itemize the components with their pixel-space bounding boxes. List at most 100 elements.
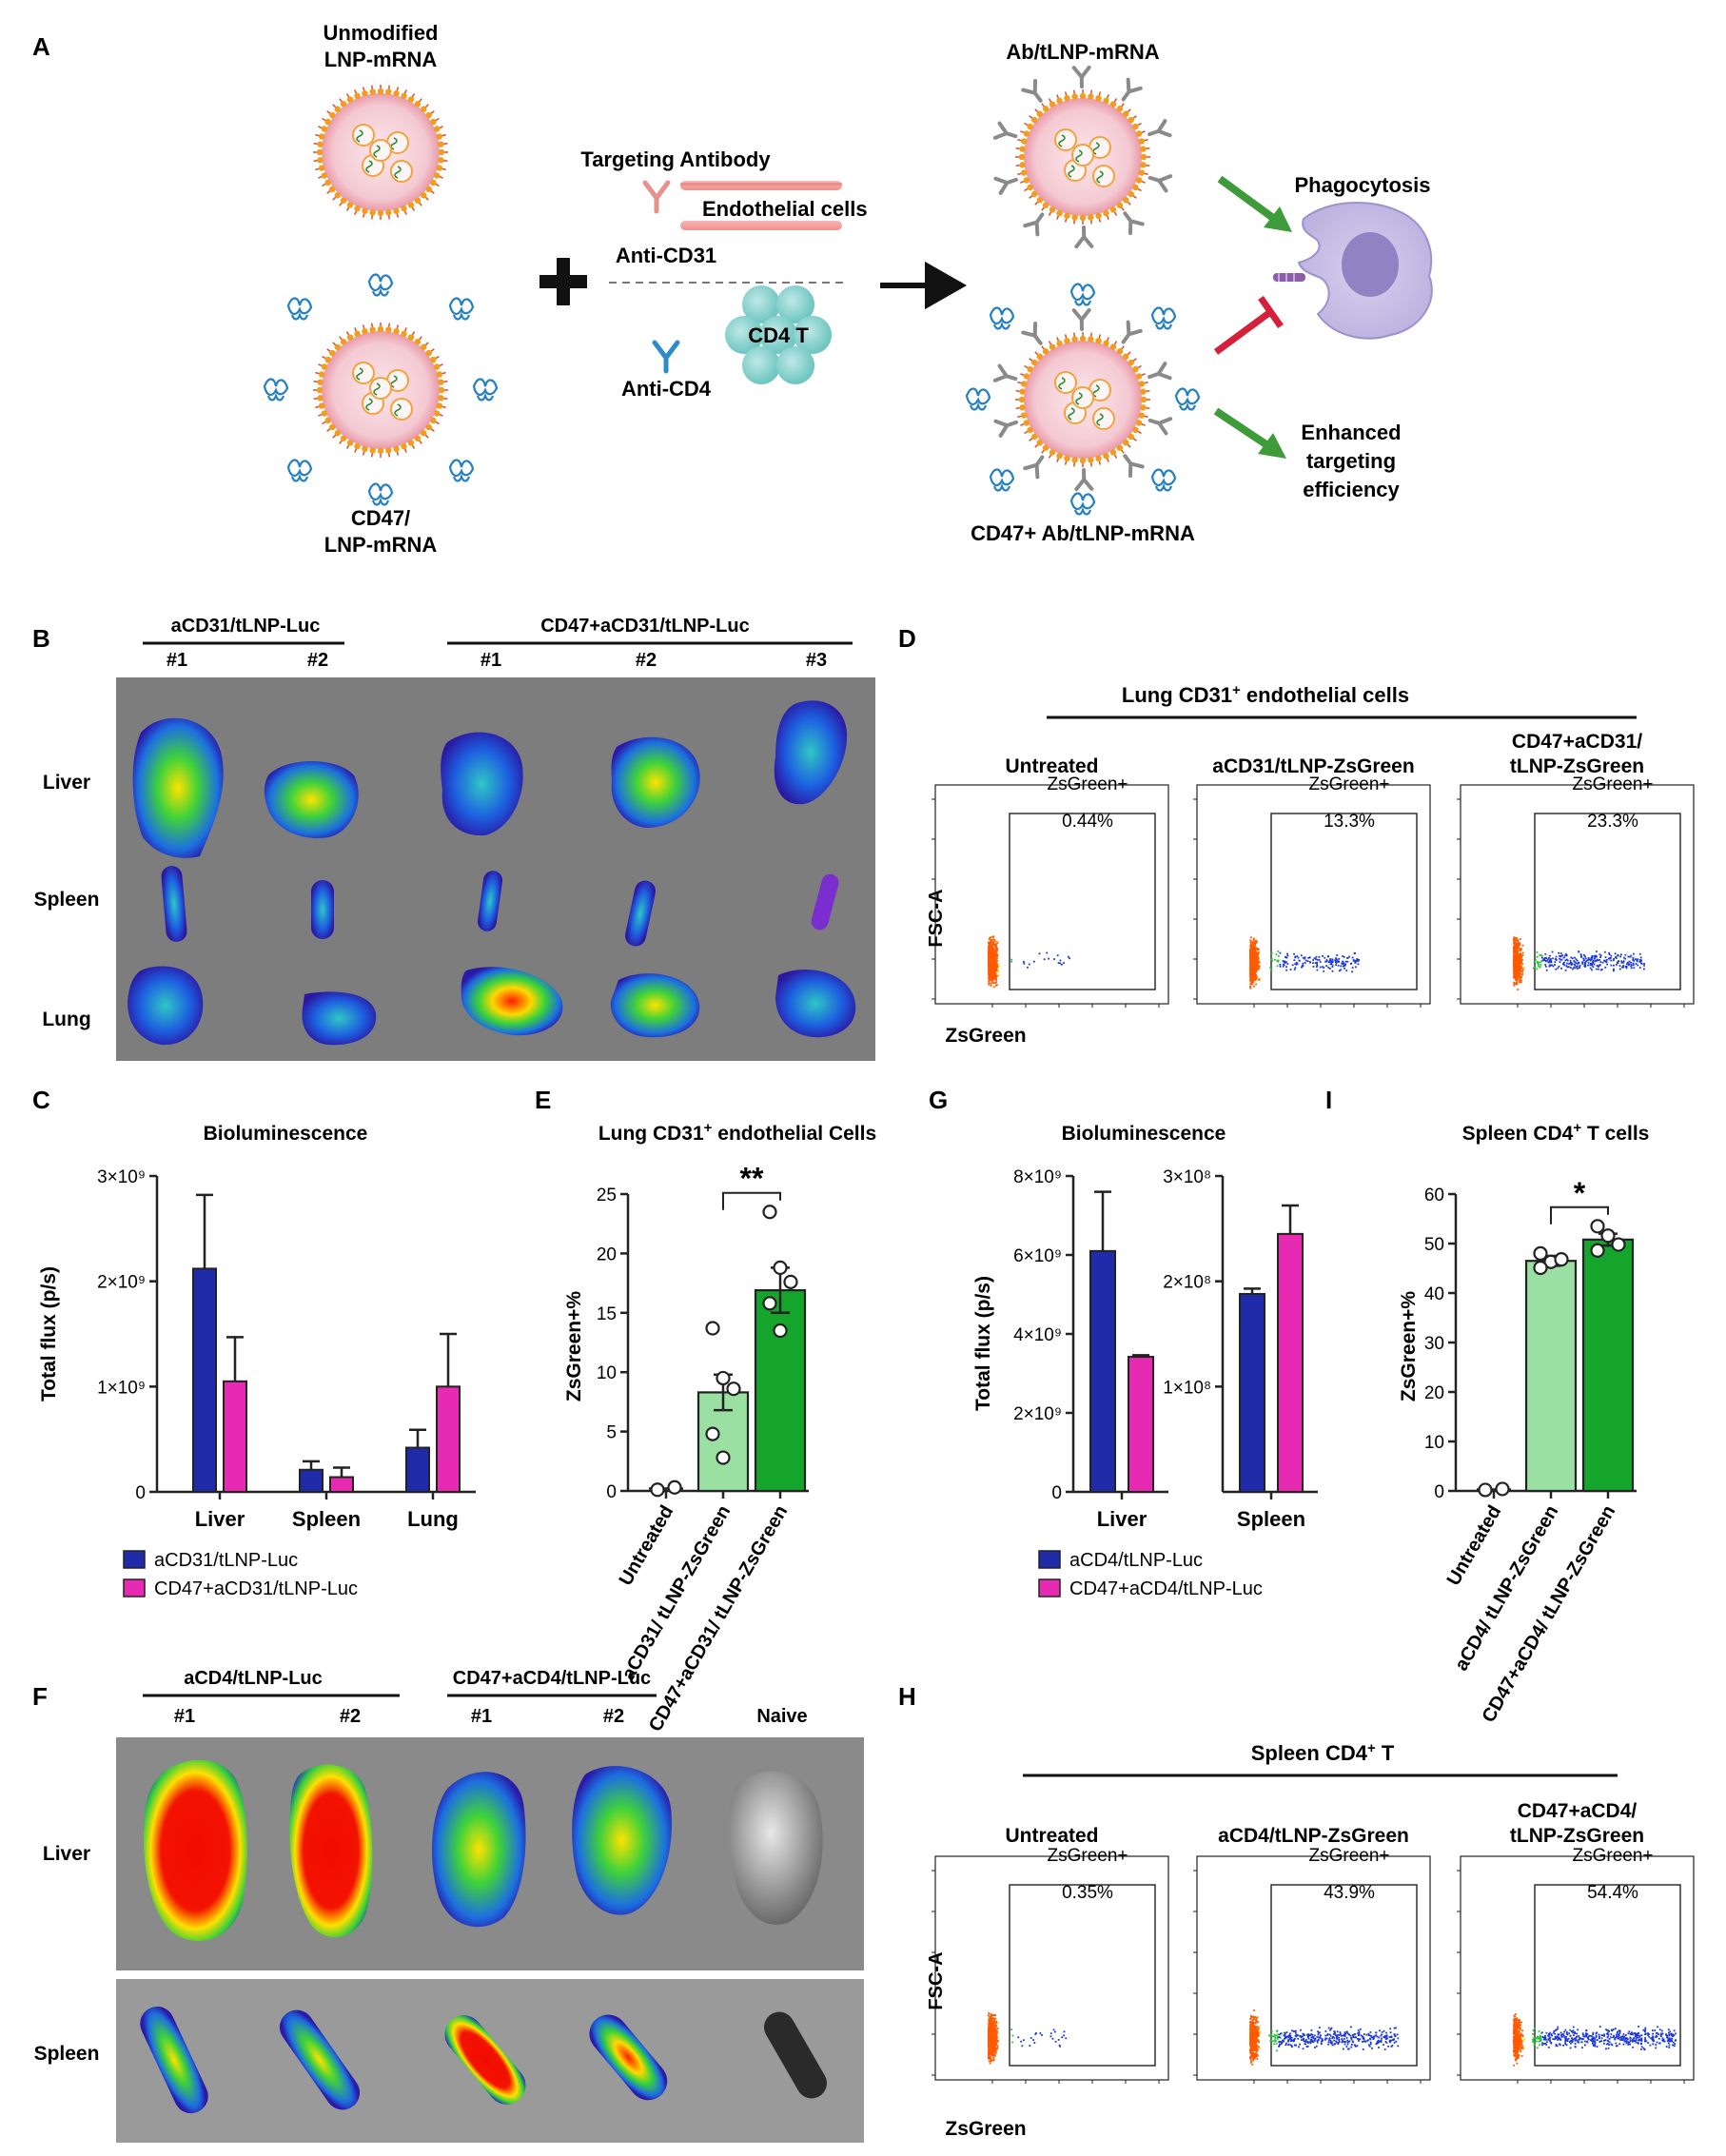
flow-event (1270, 952, 1273, 955)
flow-event (988, 2029, 990, 2031)
f-spleen-1-signal (140, 2006, 208, 2114)
flow-event (1515, 970, 1518, 973)
flow-event (996, 963, 998, 966)
flow-event (1350, 2026, 1352, 2029)
flow-event (1518, 962, 1520, 965)
panel_h-plot-2-gate (1270, 1884, 1418, 2067)
flow-event (1575, 962, 1578, 965)
flow-event (1344, 2032, 1347, 2035)
lipid-head (324, 417, 331, 424)
flow-event (990, 936, 992, 939)
flow-event (991, 944, 994, 947)
flow-event (1285, 969, 1288, 971)
panel-letter-f: F (32, 1682, 48, 1711)
flow-event (1283, 961, 1285, 964)
flow-event (1345, 2036, 1348, 2039)
flow-event (1583, 965, 1586, 968)
mrna-vesicle (369, 377, 392, 400)
flow-event (1329, 2040, 1332, 2042)
flow-event (1606, 963, 1609, 966)
lipid-head (1132, 365, 1139, 373)
flow-event (1520, 961, 1522, 964)
flow-event (1516, 937, 1519, 939)
flow-event (995, 2048, 998, 2050)
flow-event (989, 969, 991, 971)
flow-event (1617, 961, 1619, 963)
flow-event (990, 2059, 993, 2062)
flow-event (990, 2049, 992, 2052)
flow-event (989, 2048, 991, 2050)
flow-event (988, 2051, 990, 2054)
flow-event (1053, 2030, 1056, 2033)
lipid-head (377, 88, 384, 95)
flow-event (1609, 956, 1612, 959)
flow-event (1592, 959, 1595, 962)
flow-event (1356, 958, 1359, 961)
antibody-icon (1021, 321, 1043, 345)
c-x-label-lung: Lung (407, 1507, 459, 1531)
flow-event (1369, 2043, 1372, 2046)
flow-event (1251, 972, 1254, 975)
lipid-head (1071, 336, 1078, 343)
flow-event (1249, 954, 1251, 957)
flow-event (994, 2032, 997, 2035)
cd47-protein-icon (1069, 492, 1096, 516)
flow-event (1592, 966, 1595, 969)
flow-event (1544, 956, 1546, 959)
i-significance-label: * (1574, 1176, 1586, 1210)
flow-event (990, 943, 993, 945)
lipid-head (362, 445, 368, 453)
flow-event (1563, 964, 1566, 967)
flow-event (1316, 958, 1319, 961)
flow-event (1305, 2046, 1308, 2048)
phagocytosis-arrow-icon (1217, 175, 1292, 232)
flow-event (1032, 960, 1035, 963)
flow-event (1633, 967, 1636, 970)
lipid-head (407, 440, 415, 446)
f-spleen-4-signal (589, 2014, 668, 2101)
flow-event (1302, 956, 1304, 959)
flow-event (1625, 967, 1628, 970)
panel_d-plot-3-percentage: 23.3% (1587, 812, 1638, 832)
flow-event (1624, 957, 1627, 960)
flow-event (993, 2054, 995, 2057)
flow-event (1564, 969, 1567, 971)
lipid-head (1042, 348, 1049, 355)
flow-event (1336, 2038, 1339, 2040)
flow-event (993, 957, 996, 960)
flow-event (992, 2049, 995, 2051)
cd47-label-line2: LNP-mRNA (324, 533, 438, 557)
f-liver-2-signal (289, 1764, 373, 1938)
g-sub2-y-tick-label: 1×10⁸ (1163, 1378, 1211, 1398)
flow-event (1324, 956, 1326, 959)
flow-event (1632, 964, 1635, 967)
mrna-vesicle (1054, 128, 1077, 151)
flow-event (1252, 967, 1255, 970)
flow-event (1252, 950, 1255, 952)
b-rep-5: #3 (806, 650, 827, 671)
flow-event (995, 2020, 998, 2023)
flow-event (1252, 970, 1254, 972)
cd47-protein-icon (1150, 306, 1177, 330)
flow-event (1540, 961, 1541, 964)
flow-event (1253, 971, 1255, 973)
flow-event (990, 965, 992, 967)
flow-event (991, 979, 994, 982)
flow-event (991, 2047, 994, 2049)
flow-event (1253, 946, 1256, 949)
flow-event (1521, 970, 1524, 973)
cd47-protein-icon (989, 468, 1015, 492)
lipid-head (1135, 420, 1143, 426)
lipid-head (1031, 359, 1038, 366)
flow-event (1252, 974, 1255, 976)
lipid-head (329, 186, 336, 193)
anti-cd31-label: Anti-CD31 (616, 244, 716, 267)
flow-event (1284, 2031, 1285, 2034)
flow-event (1627, 964, 1630, 967)
i-y-tick-label: 20 (1424, 1383, 1444, 1403)
flow-event (1059, 959, 1062, 962)
flow-event (1518, 958, 1520, 961)
flow-event (991, 950, 994, 951)
flow-event (1294, 963, 1297, 965)
